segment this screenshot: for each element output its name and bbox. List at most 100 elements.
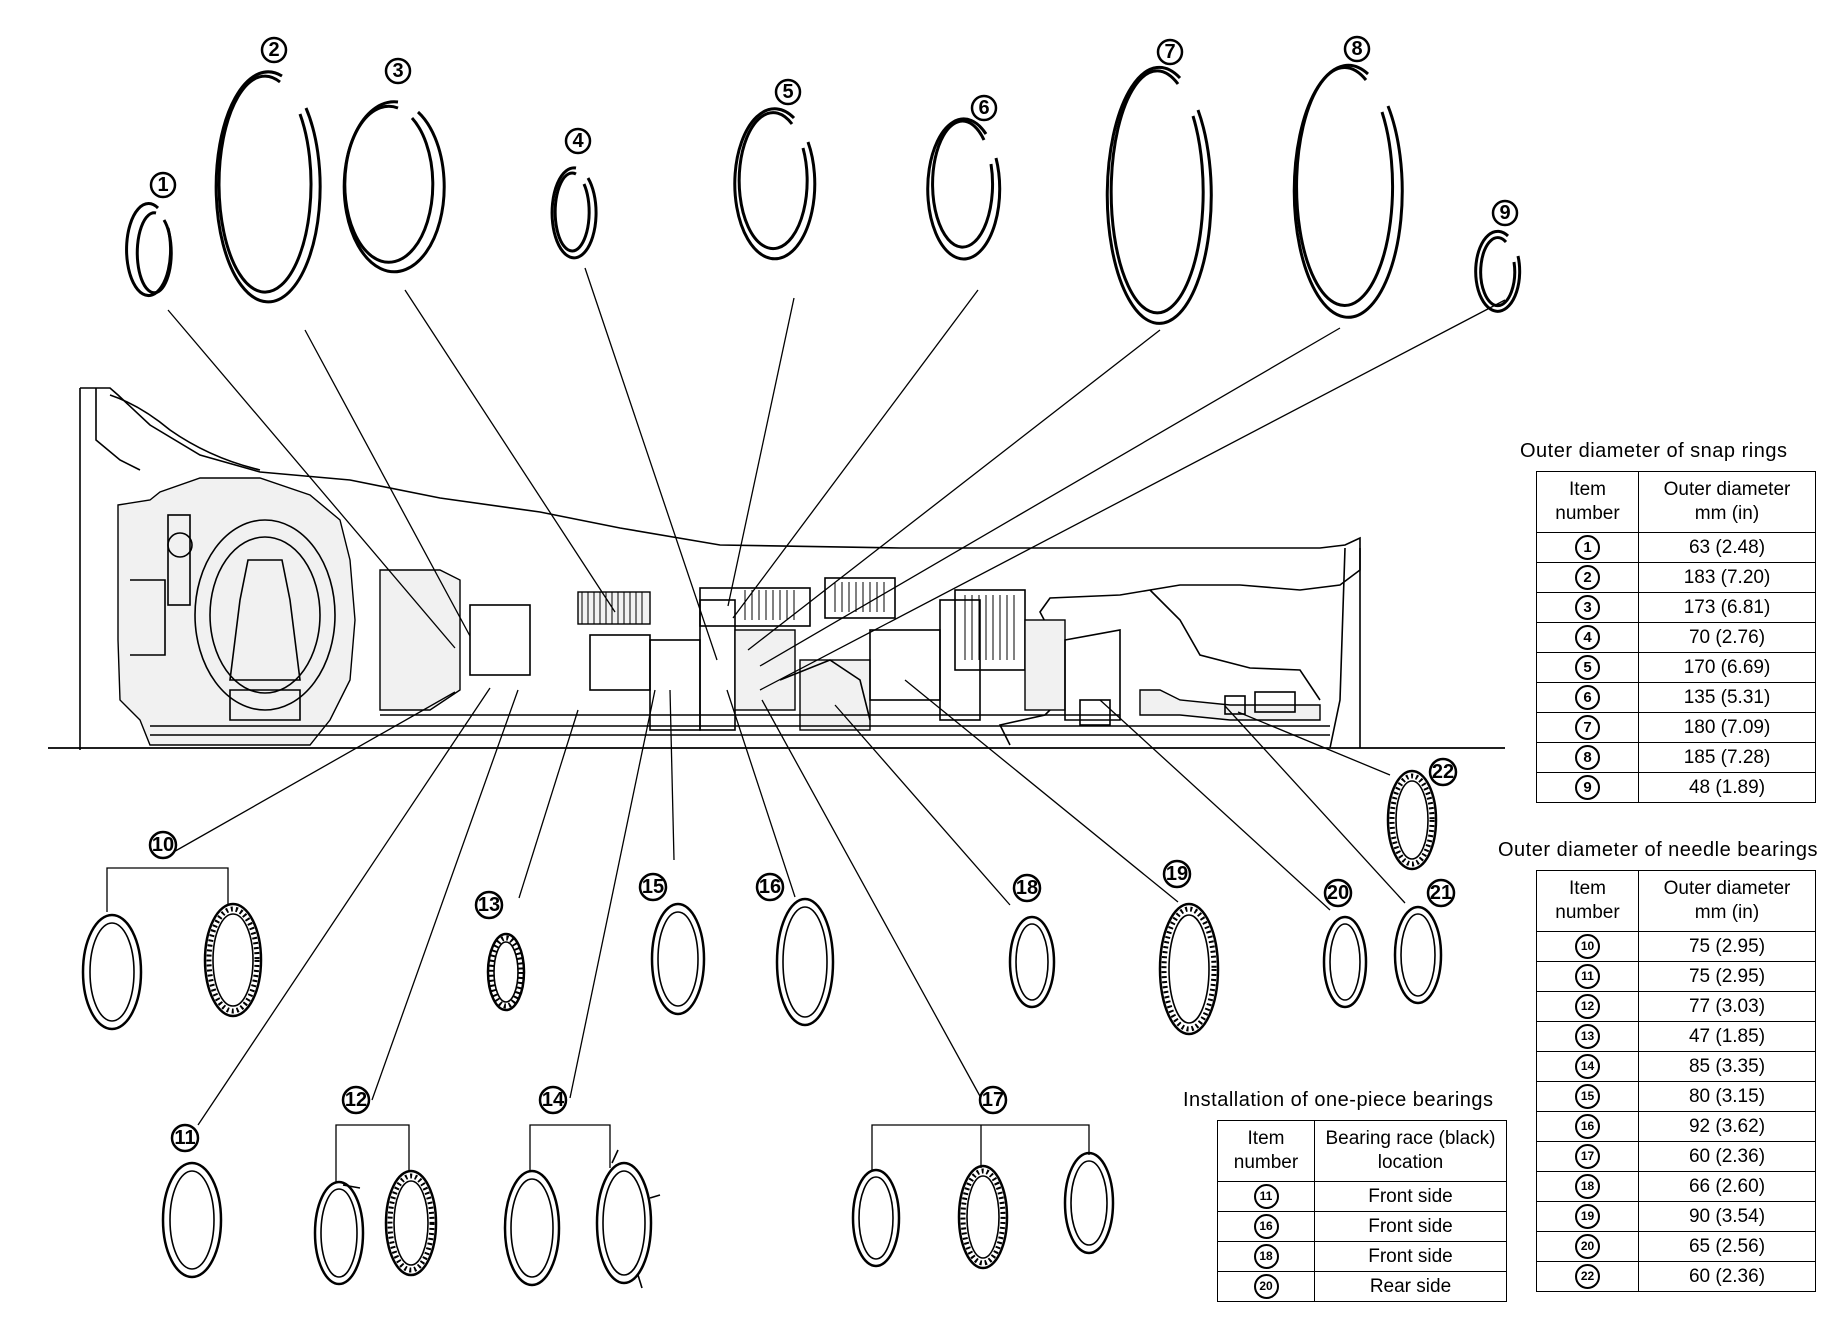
svg-text:16: 16 xyxy=(759,876,781,898)
bearing-12b xyxy=(384,1169,438,1277)
callout-21: 21 xyxy=(1426,878,1456,908)
callout-19: 19 xyxy=(1162,859,1192,889)
item-number-badge: 6 xyxy=(1575,685,1600,710)
item-number-badge: 19 xyxy=(1575,1204,1600,1229)
bearing-16 xyxy=(775,897,835,1027)
svg-text:13: 13 xyxy=(478,894,500,916)
col-outer-diameter: Outer diameter mm (in) xyxy=(1638,471,1816,533)
callout-10: 10 xyxy=(148,830,178,860)
item-number-badge: 10 xyxy=(1575,934,1600,959)
svg-text:18: 18 xyxy=(1016,877,1038,899)
needle-bearing-value-cell: 80 (3.15) xyxy=(1638,1081,1816,1112)
snap-ring-2 xyxy=(214,70,322,304)
snap-ring-4 xyxy=(550,166,598,260)
callout-11: 11 xyxy=(170,1123,200,1153)
item-number-cell: 1 xyxy=(1536,532,1639,563)
snap-ring-5 xyxy=(733,107,817,261)
bearing-17a xyxy=(851,1168,901,1268)
one-piece-value-cell: Rear side xyxy=(1314,1271,1507,1302)
svg-text:6: 6 xyxy=(978,97,989,119)
col-item-number: Item number xyxy=(1217,1120,1315,1182)
item-number-cell: 16 xyxy=(1217,1211,1315,1242)
item-number-cell: 20 xyxy=(1536,1231,1639,1262)
item-number-cell: 13 xyxy=(1536,1021,1639,1052)
needle-bearing-value-cell: 90 (3.54) xyxy=(1638,1201,1816,1232)
item-number-cell: 22 xyxy=(1536,1261,1639,1292)
item-number-cell: 20 xyxy=(1217,1271,1315,1302)
needle-bearing-value-cell: 75 (2.95) xyxy=(1638,931,1816,962)
needle-bearing-value-cell: 92 (3.62) xyxy=(1638,1111,1816,1142)
callout-6: 6 xyxy=(970,94,998,122)
bearing-11 xyxy=(161,1161,223,1279)
needle-bearing-value-cell: 66 (2.60) xyxy=(1638,1171,1816,1202)
svg-text:11: 11 xyxy=(174,1127,195,1149)
needle-bearing-value-cell: 60 (2.36) xyxy=(1638,1261,1816,1292)
callout-9: 9 xyxy=(1491,199,1519,227)
callout-20: 20 xyxy=(1323,878,1353,908)
item-number-badge: 9 xyxy=(1575,775,1600,800)
needle-bearing-value-cell: 47 (1.85) xyxy=(1638,1021,1816,1052)
callout-8: 8 xyxy=(1343,35,1371,63)
item-number-cell: 2 xyxy=(1536,562,1639,593)
one-piece-bearings-table: Installation of one-piece bearings Item … xyxy=(1183,1089,1507,1302)
bearing-15 xyxy=(650,902,706,1016)
svg-text:12: 12 xyxy=(345,1089,367,1111)
svg-text:4: 4 xyxy=(572,130,584,152)
bearing-14a xyxy=(503,1169,561,1287)
needle-bearing-row: 19 90 (3.54) xyxy=(1536,1201,1816,1232)
snap-ring-value-cell: 135 (5.31) xyxy=(1638,682,1816,713)
svg-text:17: 17 xyxy=(982,1089,1004,1111)
snap-ring-value-cell: 180 (7.09) xyxy=(1638,712,1816,743)
item-number-cell: 11 xyxy=(1536,961,1639,992)
svg-text:3: 3 xyxy=(392,60,403,82)
item-number-badge: 5 xyxy=(1575,655,1600,680)
callout-12: 12 xyxy=(341,1085,371,1115)
snap-ring-row: 5 170 (6.69) xyxy=(1536,652,1816,683)
item-number-cell: 18 xyxy=(1536,1171,1639,1202)
callout-13: 13 xyxy=(474,890,504,920)
item-number-cell: 12 xyxy=(1536,991,1639,1022)
bearing-17c xyxy=(1063,1151,1115,1255)
snap-ring-value-cell: 170 (6.69) xyxy=(1638,652,1816,683)
callout-1: 1 xyxy=(149,171,177,199)
callout-7: 7 xyxy=(1156,38,1184,66)
item-number-badge: 22 xyxy=(1575,1264,1600,1289)
snap-ring-8 xyxy=(1292,63,1404,319)
col-item-number: Item number xyxy=(1536,471,1639,533)
snap-ring-9 xyxy=(1474,229,1522,313)
item-number-cell: 11 xyxy=(1217,1181,1315,1212)
leader-lines xyxy=(106,267,1506,1182)
callout-2: 2 xyxy=(260,36,288,64)
item-number-cell: 18 xyxy=(1217,1241,1315,1272)
svg-text:22: 22 xyxy=(1432,761,1454,783)
svg-text:19: 19 xyxy=(1166,863,1188,885)
item-number-badge: 12 xyxy=(1575,994,1600,1019)
item-number-badge: 11 xyxy=(1253,1184,1279,1209)
item-number-cell: 9 xyxy=(1536,772,1639,803)
transmission-cross-section xyxy=(48,387,1505,750)
callout-14: 14 xyxy=(538,1085,568,1115)
item-number-badge: 18 xyxy=(1575,1174,1600,1199)
snap-ring-value-cell: 70 (2.76) xyxy=(1638,622,1816,653)
item-number-cell: 4 xyxy=(1536,622,1639,653)
col-bearing-race-location: Bearing race (black) location xyxy=(1314,1120,1507,1182)
callout-5: 5 xyxy=(774,78,802,106)
callout-16: 16 xyxy=(755,872,785,902)
needle-bearings-table: Outer diameter of needle bearings Item n… xyxy=(1498,839,1818,1292)
svg-text:15: 15 xyxy=(642,876,664,898)
svg-text:7: 7 xyxy=(1164,41,1175,63)
snap-ring-6 xyxy=(926,117,1002,261)
callout-17: 17 xyxy=(978,1085,1008,1115)
item-number-cell: 8 xyxy=(1536,742,1639,773)
snap-ring-value-cell: 185 (7.28) xyxy=(1638,742,1816,773)
snap-ring-1 xyxy=(125,202,173,298)
needle-bearings-table-title: Outer diameter of needle bearings xyxy=(1498,839,1819,861)
callout-4: 4 xyxy=(564,127,592,155)
item-number-cell: 14 xyxy=(1536,1051,1639,1082)
